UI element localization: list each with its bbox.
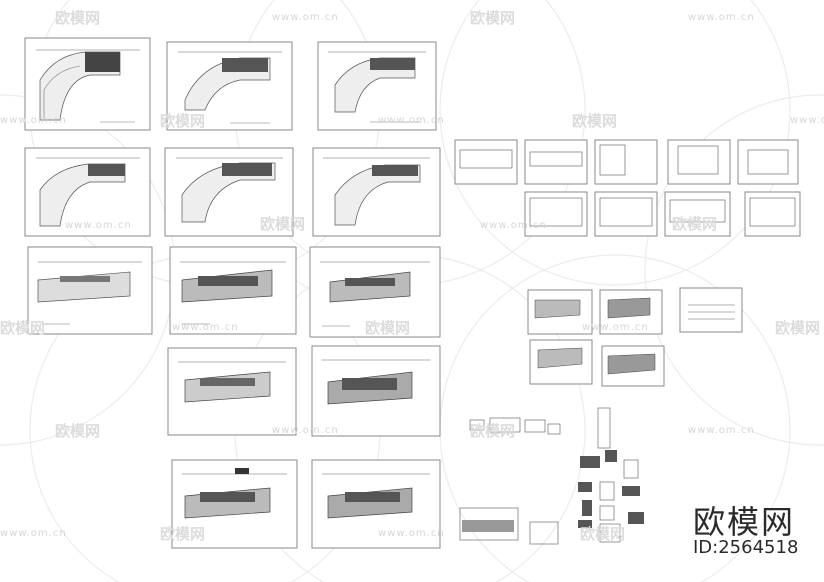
brand-logo-text: 欧模网 bbox=[693, 503, 796, 541]
plan-sheet-r2-c3 bbox=[312, 147, 441, 237]
watermark-logo: 欧模网 bbox=[365, 319, 411, 337]
plan-sheet-r4-c2 bbox=[167, 347, 297, 436]
watermark-logo: 欧模网 bbox=[260, 215, 306, 233]
small-plan-sheets bbox=[527, 287, 743, 387]
watermark-logo: 欧模网 bbox=[672, 215, 718, 233]
watermark-url: www.om.cn bbox=[272, 425, 339, 436]
plan-sheet-r4-c3 bbox=[311, 345, 441, 437]
watermark-url: www.om.cn bbox=[480, 220, 547, 231]
watermark-url: www.om.cn bbox=[65, 220, 132, 231]
watermark-url: www.om.cn bbox=[688, 425, 755, 436]
watermark-url: www.om.cn bbox=[0, 115, 67, 126]
watermark-url: www.om.cn bbox=[790, 115, 824, 126]
watermark-logo: 欧模网 bbox=[580, 525, 626, 543]
plan-sheet-r1-c2 bbox=[166, 41, 293, 131]
watermark-logo: 欧模网 bbox=[55, 9, 101, 27]
plan-sheet-r3-c3 bbox=[309, 246, 441, 338]
elevation-sheets bbox=[454, 139, 801, 237]
watermark-logo: 欧模网 bbox=[55, 422, 101, 440]
watermark-url: www.om.cn bbox=[272, 12, 339, 23]
watermark-logo: 欧模网 bbox=[160, 112, 206, 130]
watermark-logo: 欧模网 bbox=[572, 112, 618, 130]
watermark-url: www.om.cn bbox=[378, 528, 445, 539]
plan-sheet-r2-c1 bbox=[24, 147, 151, 237]
watermark-url: www.om.cn bbox=[582, 322, 649, 333]
watermark-url: www.om.cn bbox=[172, 322, 239, 333]
plan-sheet-r3-c2 bbox=[169, 246, 297, 335]
plan-sheet-r5-c3 bbox=[311, 459, 441, 549]
watermark-url: www.om.cn bbox=[688, 12, 755, 23]
watermark-logo: 欧模网 bbox=[0, 319, 46, 337]
watermark-logo: 欧模网 bbox=[470, 422, 516, 440]
watermark-logo: 欧模网 bbox=[470, 9, 516, 27]
plan-sheet-r1-c3 bbox=[317, 41, 437, 131]
watermark-url: www.om.cn bbox=[378, 115, 445, 126]
plan-sheet-r1-c1 bbox=[24, 37, 151, 131]
brand-id-label: ID:2564518 bbox=[693, 537, 799, 558]
watermark-logo: 欧模网 bbox=[160, 525, 206, 543]
watermark-url: www.om.cn bbox=[0, 528, 67, 539]
watermark-logo: 欧模网 bbox=[775, 319, 821, 337]
detail-fragments bbox=[459, 407, 644, 545]
plan-sheet-r3-c1 bbox=[27, 246, 153, 335]
plan-sheet-r5-c2 bbox=[171, 459, 298, 549]
plan-sheet-r2-c2 bbox=[164, 147, 294, 237]
